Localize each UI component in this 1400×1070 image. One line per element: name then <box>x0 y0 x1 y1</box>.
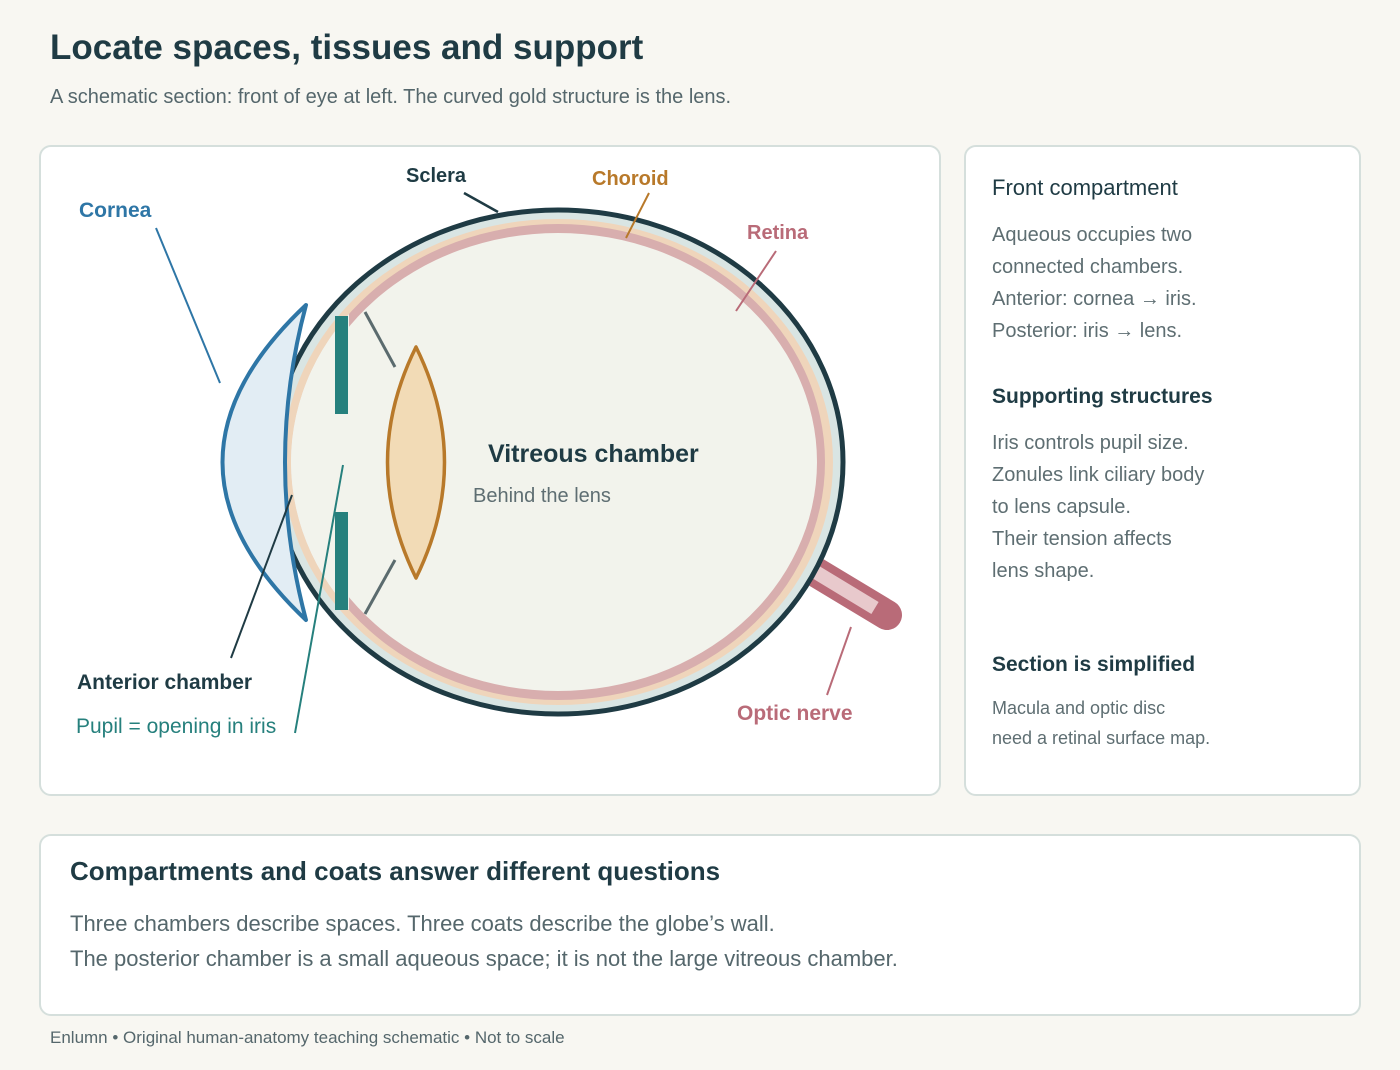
retina-leader <box>735 250 777 312</box>
vitreous-body <box>299 233 817 691</box>
supporting-structures-heading: Supporting structures <box>992 385 1213 408</box>
text-line: to lens capsule. <box>992 496 1131 518</box>
text-line: need a retinal surface map. <box>992 728 1211 748</box>
globe <box>270 207 846 717</box>
choroid-leader <box>625 192 650 239</box>
footer-note: Enlumn • Original human-anatomy teaching… <box>50 1028 565 1047</box>
cornea-leader <box>155 227 221 384</box>
text-line: connected chambers. <box>992 256 1184 278</box>
page-subtitle: A schematic section: front of eye at lef… <box>50 86 732 108</box>
text-line: Three chambers describe spaces. Three co… <box>70 911 775 936</box>
anterior-chamber-label: Anterior chamber <box>77 671 252 694</box>
text-line: Their tension affects <box>992 528 1172 550</box>
section-simplified-heading: Section is simplified <box>992 653 1196 676</box>
sclera-leader <box>463 191 499 214</box>
retina-label: Retina <box>747 222 809 244</box>
eye-section-diagram: Cornea Sclera Choroid Retina Vitreous ch… <box>76 165 902 738</box>
summary-text: Three chambers describe spaces. Three co… <box>70 906 898 976</box>
section-simplified-text: Macula and optic disc need a retinal sur… <box>992 693 1210 753</box>
cornea <box>220 303 308 622</box>
anterior-chamber-leader <box>230 494 293 659</box>
side-notes-card: Front compartment Aqueous occupies two c… <box>964 145 1361 796</box>
iris-upper <box>335 316 348 414</box>
optic-nerve-leader <box>826 626 852 696</box>
vitreous-chamber-label: Vitreous chamber <box>488 440 699 468</box>
page-title: Locate spaces, tissues and support <box>50 28 644 67</box>
choroid-label: Choroid <box>592 168 669 190</box>
eye-diagram-card: Cornea Sclera Choroid Retina Vitreous ch… <box>39 145 941 796</box>
text-line: Aqueous occupies two <box>992 224 1193 246</box>
text-line: Posterior: iris → lens. <box>992 320 1183 342</box>
text-line: Macula and optic disc <box>992 698 1166 718</box>
pupil-label: Pupil = opening in iris <box>76 715 276 738</box>
zonule-lower <box>363 559 397 615</box>
pupil-leader <box>294 464 344 734</box>
summary-heading: Compartments and coats answer different … <box>70 856 721 886</box>
summary-card: Compartments and coats answer different … <box>39 834 1361 1016</box>
text-line: Iris controls pupil size. <box>992 432 1189 454</box>
lens <box>385 345 447 580</box>
iris-lower <box>335 512 348 610</box>
text-line: lens shape. <box>992 560 1095 582</box>
zonule-upper <box>363 311 397 368</box>
text-line: Anterior: cornea → iris. <box>992 288 1197 310</box>
cornea-label: Cornea <box>79 199 152 222</box>
front-compartment-text: Aqueous occupies two connected chambers.… <box>992 219 1197 347</box>
sclera-label: Sclera <box>406 165 467 187</box>
front-compartment-heading: Front compartment <box>992 175 1178 200</box>
vitreous-sublabel: Behind the lens <box>473 485 611 507</box>
text-line: The posterior chamber is a small aqueous… <box>70 946 898 971</box>
text-line: Zonules link ciliary body <box>992 464 1205 486</box>
supporting-structures-text: Iris controls pupil size. Zonules link c… <box>992 427 1204 587</box>
optic-nerve-label: Optic nerve <box>737 702 853 725</box>
